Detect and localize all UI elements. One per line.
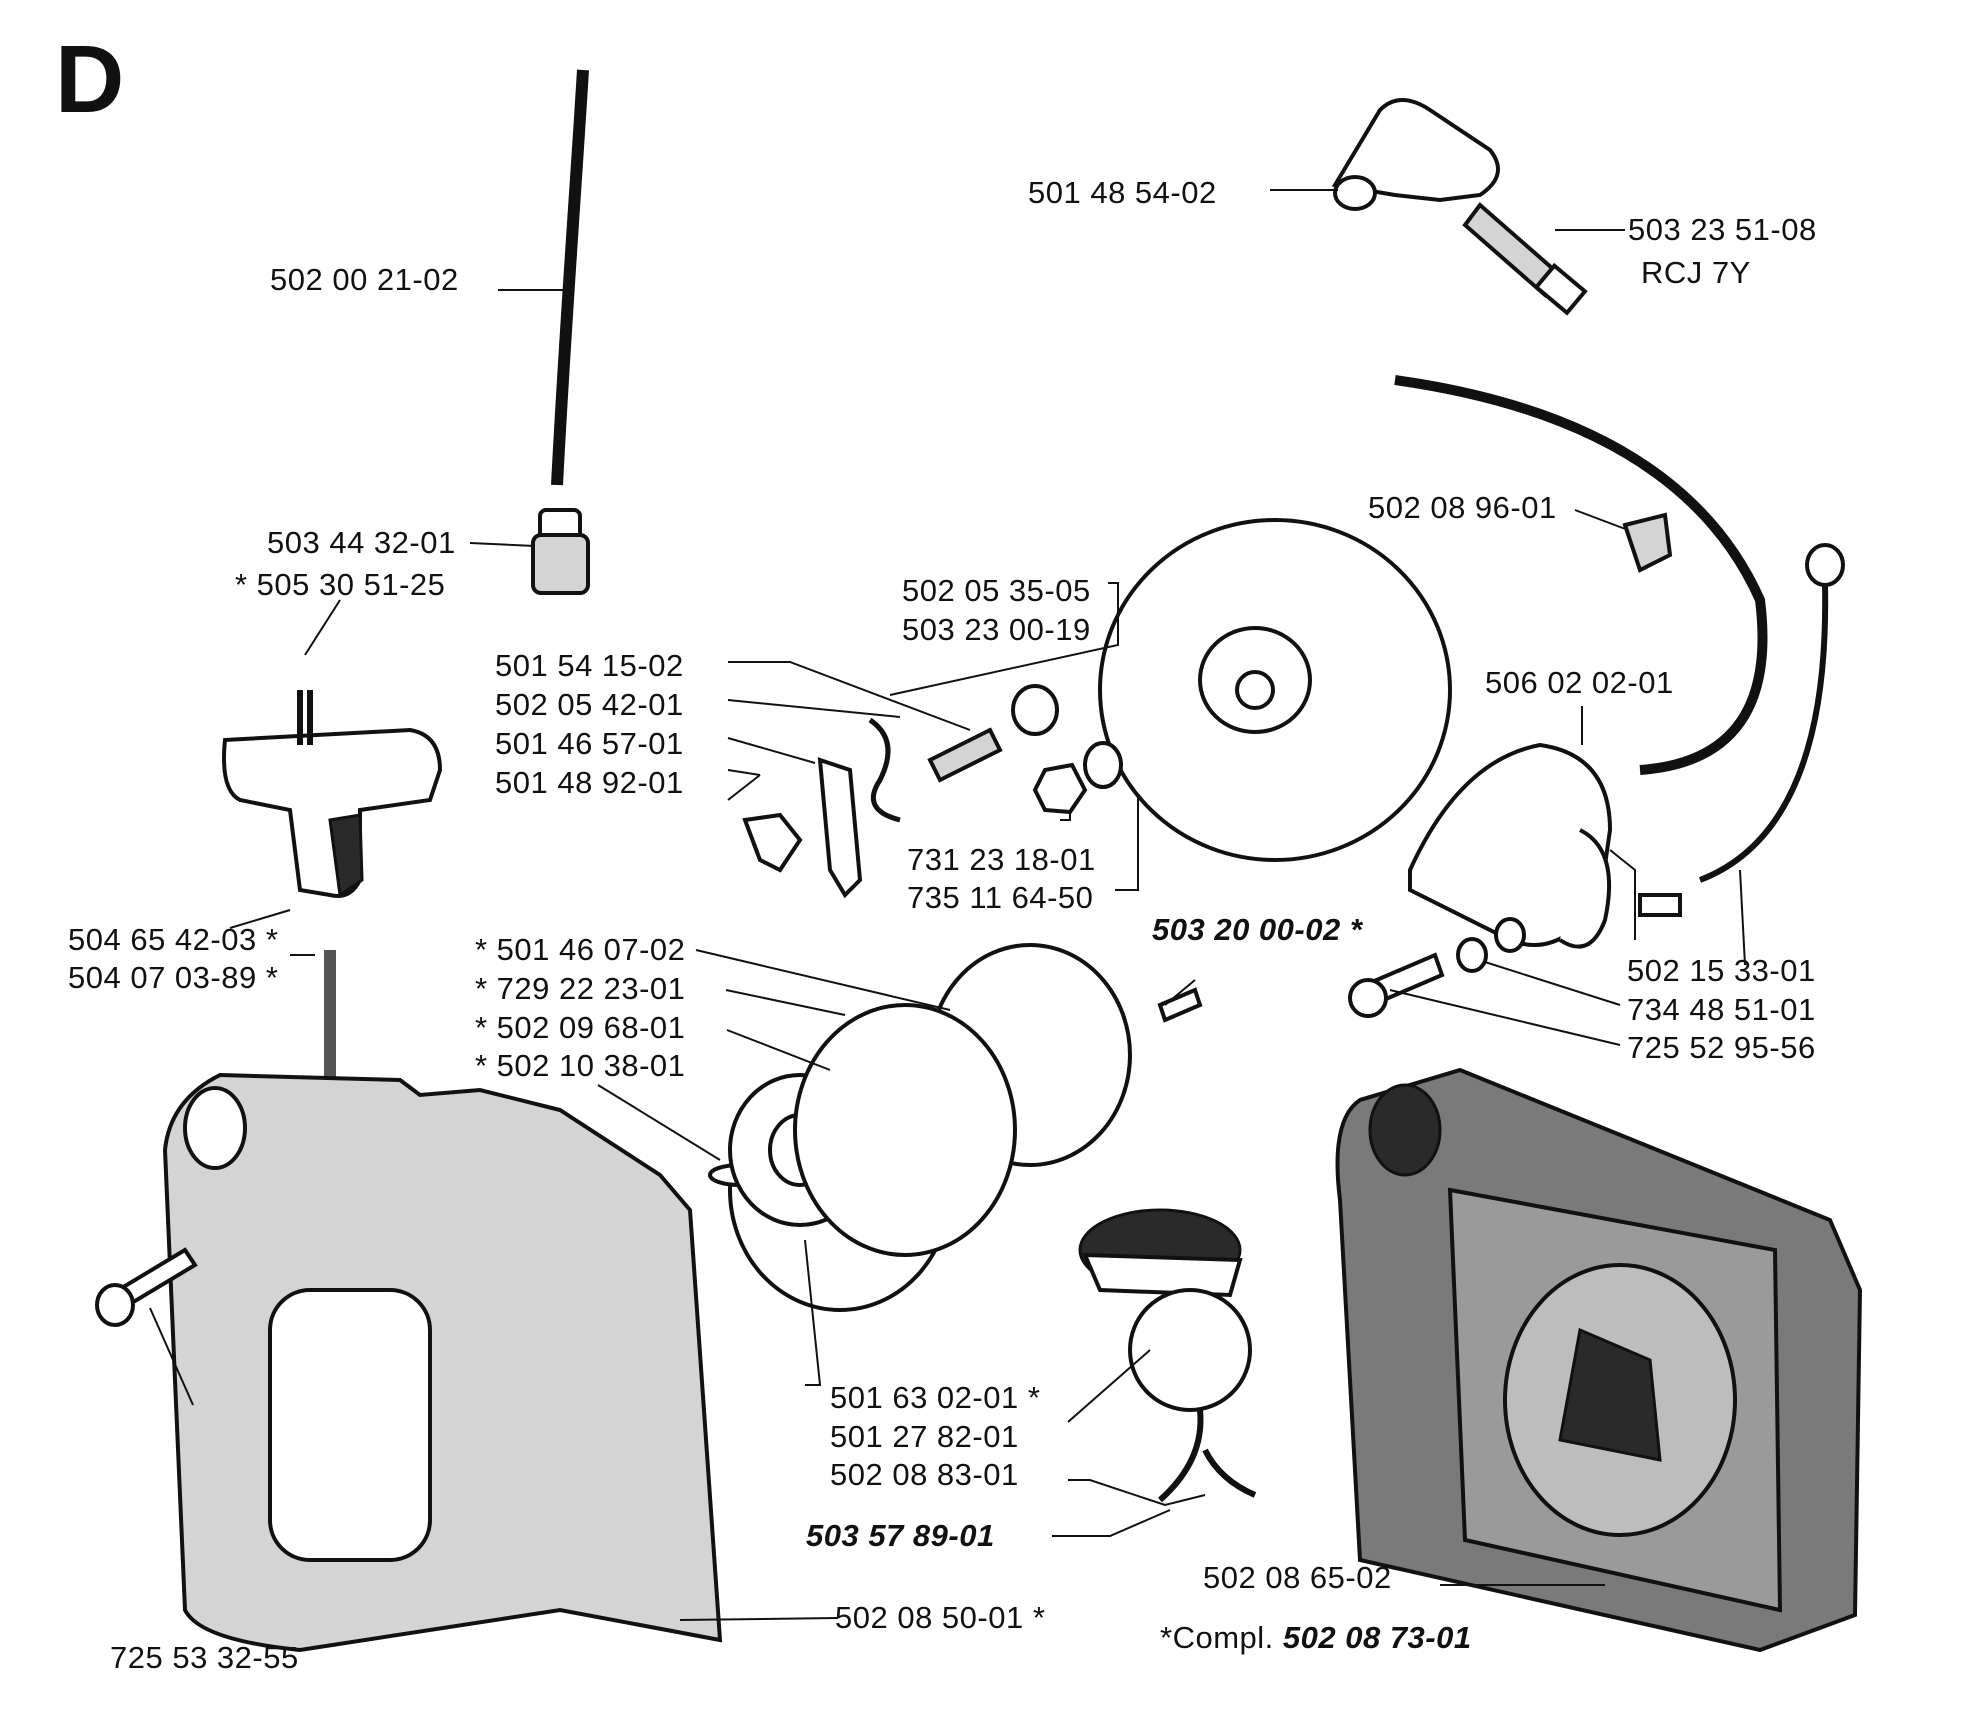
section-letter: D bbox=[55, 26, 125, 133]
recoil-spring bbox=[793, 1003, 1017, 1257]
label-hose: 502 00 21-02 bbox=[270, 262, 459, 297]
coil-washer-2 bbox=[1494, 917, 1526, 953]
coil-screw bbox=[1348, 952, 1445, 1018]
label-filter-2: * 505 30 51-25 bbox=[235, 567, 446, 602]
label-washer: 734 48 51-01 bbox=[1627, 992, 1816, 1027]
label-pulley-1: 501 63 02-01 * bbox=[830, 1380, 1041, 1415]
leader-lines bbox=[149, 189, 1746, 1621]
pawl-assembly bbox=[742, 717, 1003, 899]
label-plug: 503 23 51-08 bbox=[1628, 212, 1817, 247]
fuel-tank bbox=[1335, 1067, 1863, 1653]
wire-clip bbox=[1622, 512, 1673, 573]
label-screw-right: 725 52 95-56 bbox=[1627, 1030, 1816, 1065]
label-fuel-cap: 503 57 89-01 bbox=[806, 1518, 995, 1553]
label-starter-1: * 501 46 07-02 bbox=[475, 932, 686, 967]
label-pawl-1: 501 54 15-02 bbox=[495, 648, 684, 683]
label-plug-type: RCJ 7Y bbox=[1641, 255, 1751, 290]
compl-number: 502 08 73-01 bbox=[1282, 1620, 1472, 1655]
fuel-hose bbox=[551, 69, 589, 486]
label-starter-4: * 502 10 38-01 bbox=[475, 1048, 686, 1083]
label-handle-2: 504 07 03-89 * bbox=[68, 960, 279, 995]
ignition-coil bbox=[1394, 375, 1768, 949]
cover-screw bbox=[95, 1247, 198, 1327]
fuel-cap bbox=[1078, 1208, 1257, 1503]
starter-cover bbox=[162, 1072, 723, 1653]
label-coil: 506 02 02-01 bbox=[1485, 665, 1674, 700]
label-handle-1: 504 65 42-03 * bbox=[68, 922, 279, 957]
label-pawl-2: 502 05 42-01 bbox=[495, 687, 684, 722]
ground-wire bbox=[1638, 543, 1845, 917]
label-wire: 502 15 33-01 bbox=[1627, 953, 1816, 988]
label-pulley-2: 501 27 82-01 bbox=[830, 1419, 1019, 1454]
label-nut-1: 731 23 18-01 bbox=[907, 842, 1096, 877]
flywheel bbox=[1098, 518, 1452, 862]
label-pulley-3: 502 08 83-01 bbox=[830, 1457, 1019, 1492]
label-pawl-3: 501 46 57-01 bbox=[495, 726, 684, 761]
label-tank: 502 08 65-02 bbox=[1203, 1560, 1392, 1595]
label-starter-2: * 729 22 23-01 bbox=[475, 971, 686, 1006]
spark-plug bbox=[1462, 202, 1588, 316]
starter-handle bbox=[222, 690, 443, 898]
label-filter: 503 44 32-01 bbox=[267, 525, 456, 560]
flywheel-nut bbox=[1032, 762, 1088, 815]
label-pawl-4: 501 48 92-01 bbox=[495, 765, 684, 800]
label-screw-left: 725 53 32-55 bbox=[110, 1640, 299, 1675]
compl-note: *Compl. 502 08 73-01 bbox=[1160, 1620, 1472, 1656]
coil-washer bbox=[1456, 937, 1488, 973]
washer-1 bbox=[1011, 684, 1059, 736]
bolt bbox=[1157, 987, 1203, 1023]
label-bolt: 503 20 00-02 * bbox=[1152, 912, 1363, 947]
label-flywheel-2: 503 23 00-19 bbox=[902, 612, 1091, 647]
washer-2 bbox=[1083, 741, 1123, 789]
compl-prefix: *Compl. bbox=[1160, 1620, 1274, 1655]
spark-plug-boot bbox=[1331, 98, 1500, 211]
label-cover: 502 08 50-01 * bbox=[835, 1600, 1046, 1635]
label-starter-3: * 502 09 68-01 bbox=[475, 1010, 686, 1045]
label-boot: 501 48 54-02 bbox=[1028, 175, 1217, 210]
label-nut-2: 735 11 64-50 bbox=[907, 880, 1094, 915]
label-clip: 502 08 96-01 bbox=[1368, 490, 1557, 525]
fuel-filter bbox=[531, 508, 590, 595]
label-flywheel-1: 502 05 35-05 bbox=[902, 573, 1091, 608]
